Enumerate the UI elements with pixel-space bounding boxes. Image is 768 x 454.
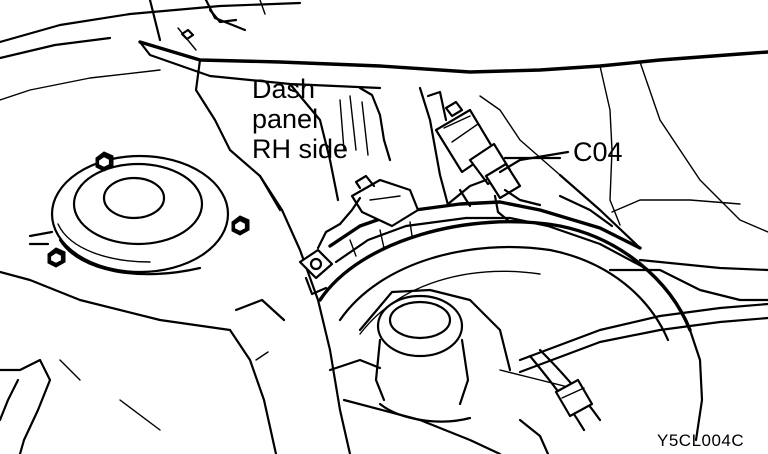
dash-panel-callout: Dash panel RH side (252, 74, 349, 164)
wiring-harness (328, 174, 647, 270)
leader-lines (498, 150, 570, 174)
hood-edge (0, 0, 302, 60)
cowl-bracket (0, 8, 768, 233)
inner-fender (0, 174, 352, 454)
c04-connector-callout: C04 (573, 137, 623, 167)
dash-panel (339, 86, 642, 250)
brake-lines (518, 199, 768, 454)
figure-code: Y5CL004C (657, 431, 745, 450)
harness-clamp (298, 196, 362, 296)
c04-connector (426, 90, 562, 224)
strut-mount (0, 151, 250, 332)
reservoir (328, 288, 581, 454)
brake-booster (318, 220, 704, 442)
